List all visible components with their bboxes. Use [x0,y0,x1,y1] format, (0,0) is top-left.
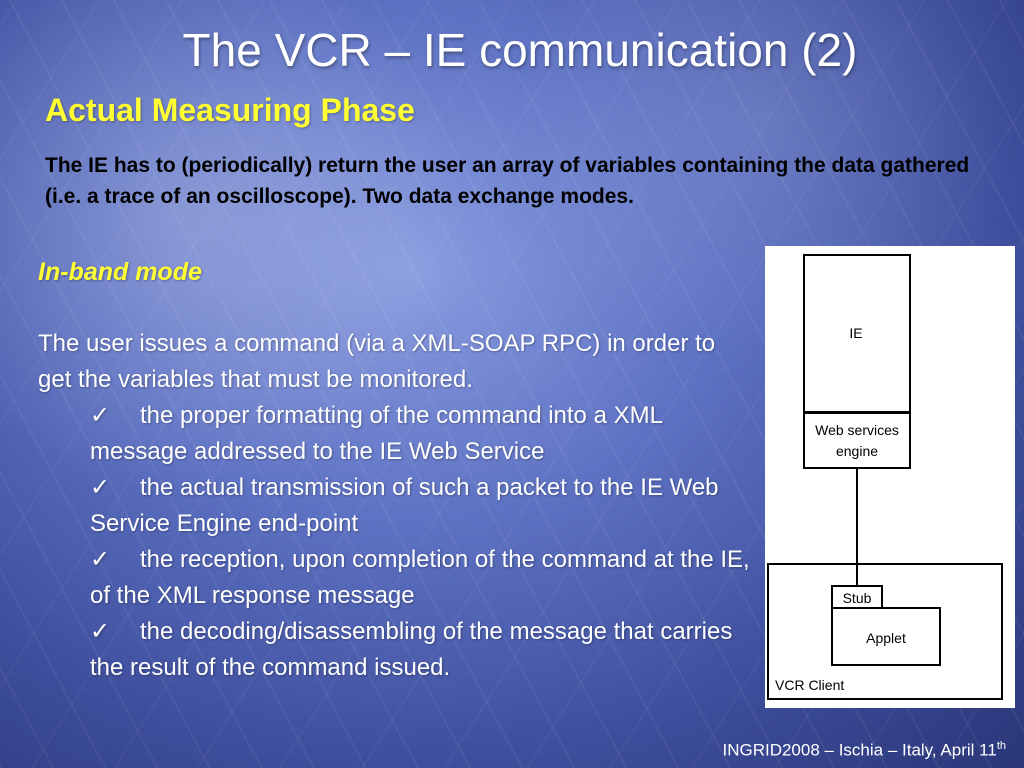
body-paragraph: The user issues a command (via a XML-SOA… [38,330,716,393]
applet-box [831,607,941,666]
bullet-text: the proper formatting of the command int… [90,402,663,465]
slide-title: The VCR – IE communication (2) [182,24,858,76]
bullet-text: the reception, upon completion of the co… [90,546,750,609]
checkmark-icon: ✓ [90,402,111,429]
checkmark-icon: ✓ [90,474,111,501]
stub-label: Stub [843,590,872,606]
footer-text: INGRID2008 – Ischia – Italy, April 11 [722,741,997,760]
mode-heading: In-band mode [38,258,202,286]
bullet-text: the decoding/disassembling of the messag… [90,618,733,681]
slide-subtitle: Actual Measuring Phase [45,92,415,128]
bullet-list: ✓the proper formatting of the command in… [90,398,750,686]
vcr-client-label: VCR Client [775,677,844,693]
footer-suffix: th [996,740,1006,753]
ws-label-line1: Web services [815,422,899,438]
web-services-box [803,411,911,469]
bullet-item: ✓the proper formatting of the command in… [90,398,750,470]
vcr-client-box [767,563,1003,700]
architecture-diagram: IE Web services engine Stub Applet VCR C… [765,246,1015,708]
bullet-item: ✓the decoding/disassembling of the messa… [90,614,750,686]
footer: INGRID2008 – Ischia – Italy, April 11th [722,735,1006,762]
applet-label: Applet [866,630,906,646]
intro-paragraph: The IE has to (periodically) return the … [45,154,970,208]
checkmark-icon: ✓ [90,546,111,573]
ws-label-line2: engine [836,443,878,459]
bullet-item: ✓the actual transmission of such a packe… [90,470,750,542]
checkmark-icon: ✓ [90,618,111,645]
bullet-item: ✓the reception, upon completion of the c… [90,542,750,614]
bullet-text: the actual transmission of such a packet… [90,474,719,537]
ie-label: IE [849,325,862,341]
